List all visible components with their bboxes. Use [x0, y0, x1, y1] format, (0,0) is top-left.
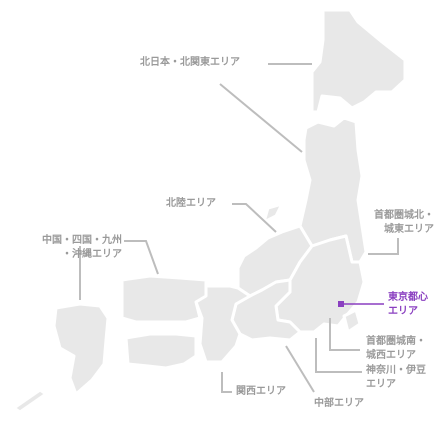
leader-shutoken-south: [329, 318, 360, 351]
label-chugoku-shikoku-kyushu[interactable]: 中国・四国・九州 ・沖縄エリア: [10, 234, 122, 262]
leader-kita-nihon-diag: [219, 83, 303, 153]
label-shutoken-north[interactable]: 首都圏城北・ 城東エリア: [362, 209, 434, 237]
label-shutoken-south-line1: 首都圏城南・: [366, 336, 426, 347]
leader-hokuriku: [232, 203, 277, 233]
label-tokyo-central-line2: エリア: [388, 306, 418, 317]
land-okinawa: [12, 388, 48, 414]
leader-kansai: [221, 372, 232, 393]
leader-shutoken-north: [368, 238, 399, 255]
land-shikoku[interactable]: [124, 332, 198, 370]
label-kita-nihon-kanto[interactable]: 北日本・北関東エリア: [140, 57, 240, 68]
label-shutoken-north-line1: 首都圏城北・: [374, 210, 434, 221]
land-kyushu[interactable]: [52, 302, 110, 396]
tokyo-marker-icon: [338, 301, 344, 307]
land-sado: [262, 202, 284, 224]
label-kansai[interactable]: 関西エリア: [236, 386, 286, 397]
label-chugoku-line1: 中国・四国・九州: [42, 235, 122, 246]
label-chubu[interactable]: 中部エリア: [314, 398, 364, 409]
label-kanagawa-line1: 神奈川・伊豆: [366, 365, 426, 376]
leader-chugoku-horiz: [124, 240, 159, 275]
leader-chubu: [285, 345, 315, 393]
label-shutoken-south-line2: 城西エリア: [366, 350, 416, 361]
label-kanagawa-izu[interactable]: 神奈川・伊豆 エリア: [366, 364, 426, 392]
label-tokyo-central-line1: 東京都心: [388, 292, 428, 303]
land-hokkaido[interactable]: [310, 8, 407, 114]
label-hokuriku[interactable]: 北陸エリア: [166, 198, 216, 209]
label-kanagawa-line2: エリア: [366, 379, 396, 390]
land-kansai[interactable]: [194, 284, 252, 364]
label-shutoken-south[interactable]: 首都圏城南・ 城西エリア: [366, 335, 426, 363]
label-tokyo-central[interactable]: 東京都心 エリア: [388, 291, 428, 319]
label-chugoku-line2: ・沖縄エリア: [62, 249, 122, 260]
land-chugoku[interactable]: [120, 274, 208, 324]
label-shutoken-north-line2: 城東エリア: [384, 224, 434, 235]
land-izu-island: [342, 308, 362, 334]
leader-kanagawa: [315, 338, 362, 373]
